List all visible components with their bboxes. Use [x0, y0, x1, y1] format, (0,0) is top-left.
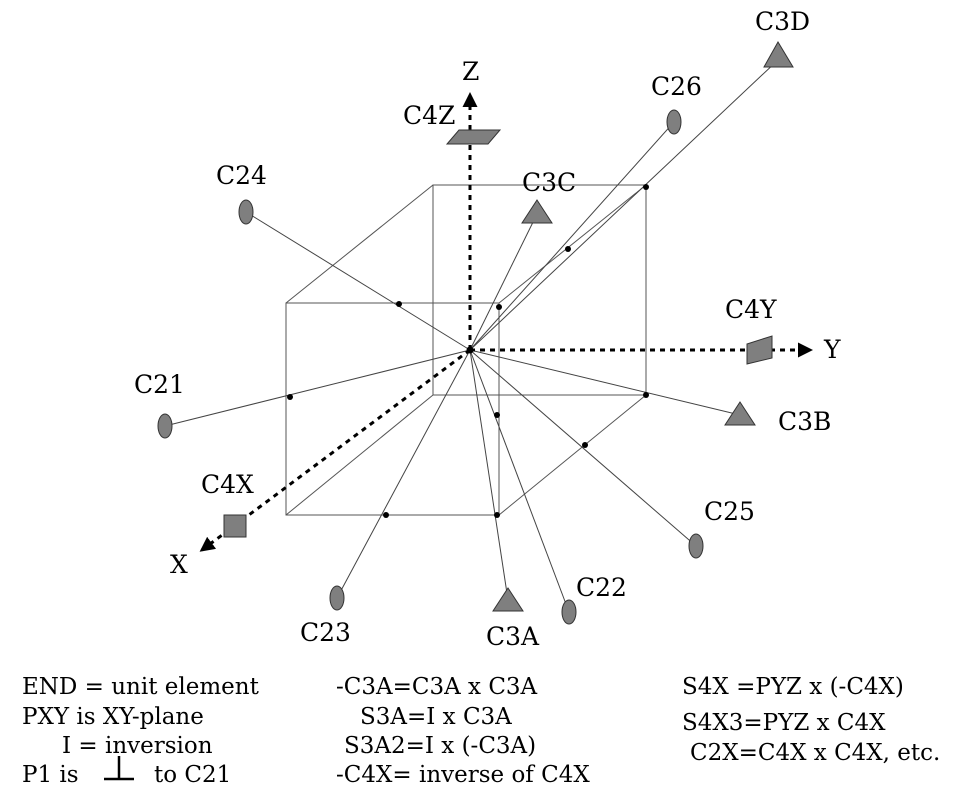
perpendicular-icon: [104, 756, 134, 781]
symmetry-markers: [157, 41, 794, 625]
ray-c23: [336, 349, 471, 599]
c4z-parallelogram-icon: [445, 129, 502, 145]
ray-c21: [164, 349, 471, 427]
c25-ellipse-icon: [688, 533, 704, 559]
note-line: to C21: [154, 762, 231, 788]
notes-column-2: -C3A=C3A x C3A S3A=I x C3A S3A2=I x (-C3…: [336, 674, 590, 788]
label-c3c: C3C: [522, 168, 576, 197]
intersection-point: [496, 304, 502, 310]
note-line: S4X =PYZ x (-C4X): [682, 674, 904, 700]
ray-c25: [469, 349, 697, 547]
c4x-square-icon: [223, 514, 247, 538]
ray-c26: [469, 121, 675, 351]
intersection-point: [383, 512, 389, 518]
ray-c22: [469, 349, 570, 613]
note-line: -C4X= inverse of C4X: [336, 762, 590, 788]
c22-ellipse-icon: [561, 599, 577, 625]
c4y-parallelogram-icon: [746, 335, 773, 365]
c3c-triangle-icon: [521, 199, 553, 224]
note-line: -C3A=C3A x C3A: [336, 674, 538, 700]
label-c26: C26: [651, 72, 702, 101]
intersection-point: [643, 184, 649, 190]
label-c25: C25: [704, 497, 755, 526]
intersection-point: [494, 412, 500, 418]
note-line: PXY is XY-plane: [22, 704, 204, 730]
intersection-point: [565, 246, 571, 252]
label-c4y: C4Y: [725, 295, 777, 324]
symmetry-rays: [164, 59, 779, 613]
intersection-point: [582, 442, 588, 448]
c21-ellipse-icon: [157, 413, 173, 439]
note-line: S3A2=I x (-C3A): [344, 733, 536, 759]
ray-c3c: [469, 213, 538, 351]
note-line: I = inversion: [62, 733, 213, 759]
center-point: [466, 346, 474, 354]
c3d-triangle-icon: [763, 41, 794, 68]
label-c3a: C3A: [486, 622, 540, 651]
c24-ellipse-icon: [238, 199, 254, 225]
ray-c3a: [469, 349, 509, 601]
note-line: P1 is: [22, 762, 79, 788]
c26-ellipse-icon: [666, 109, 682, 135]
cube-edge: [285, 184, 434, 304]
notes-column-3: S4X =PYZ x (-C4X) S4X3=PYZ x C4X C2X=C4X…: [682, 674, 940, 766]
intersection-point: [494, 512, 500, 518]
cube: [285, 184, 647, 516]
note-line: S3A=I x C3A: [360, 704, 512, 730]
ray-c3d: [469, 59, 779, 351]
intersection-point: [643, 392, 649, 398]
label-c3b: C3B: [778, 407, 831, 436]
label-c21: C21: [134, 370, 185, 399]
label-c24: C24: [216, 161, 267, 190]
ray-c3b: [469, 349, 741, 416]
cube-edge: [285, 394, 434, 516]
intersection-point: [396, 301, 402, 307]
x-axis-label: X: [170, 550, 188, 579]
cube-front-face: [285, 302, 500, 516]
c3b-triangle-icon: [724, 401, 756, 426]
cube-edge: [498, 394, 647, 516]
cube-edge: [498, 184, 647, 304]
intersection-points: [287, 184, 649, 518]
label-c4z: C4Z: [403, 101, 455, 130]
coordinate-axes: [199, 92, 813, 552]
ray-c24: [245, 211, 471, 351]
intersection-point: [287, 394, 293, 400]
note-line: S4X3=PYZ x C4X: [682, 710, 886, 736]
note-line: C2X=C4X x C4X, etc.: [690, 740, 940, 766]
c23-ellipse-icon: [329, 585, 345, 611]
label-c4x: C4X: [201, 470, 254, 499]
note-line: END = unit element: [22, 674, 260, 700]
z-axis-label: Z: [462, 57, 479, 86]
notes-column-1: END = unit element PXY is XY-plane I = i…: [22, 674, 260, 788]
c3a-triangle-icon: [492, 587, 524, 612]
y-axis-label: Y: [823, 335, 841, 364]
label-c22: C22: [576, 573, 627, 602]
label-c23: C23: [300, 618, 351, 647]
label-c3d: C3D: [755, 7, 810, 36]
